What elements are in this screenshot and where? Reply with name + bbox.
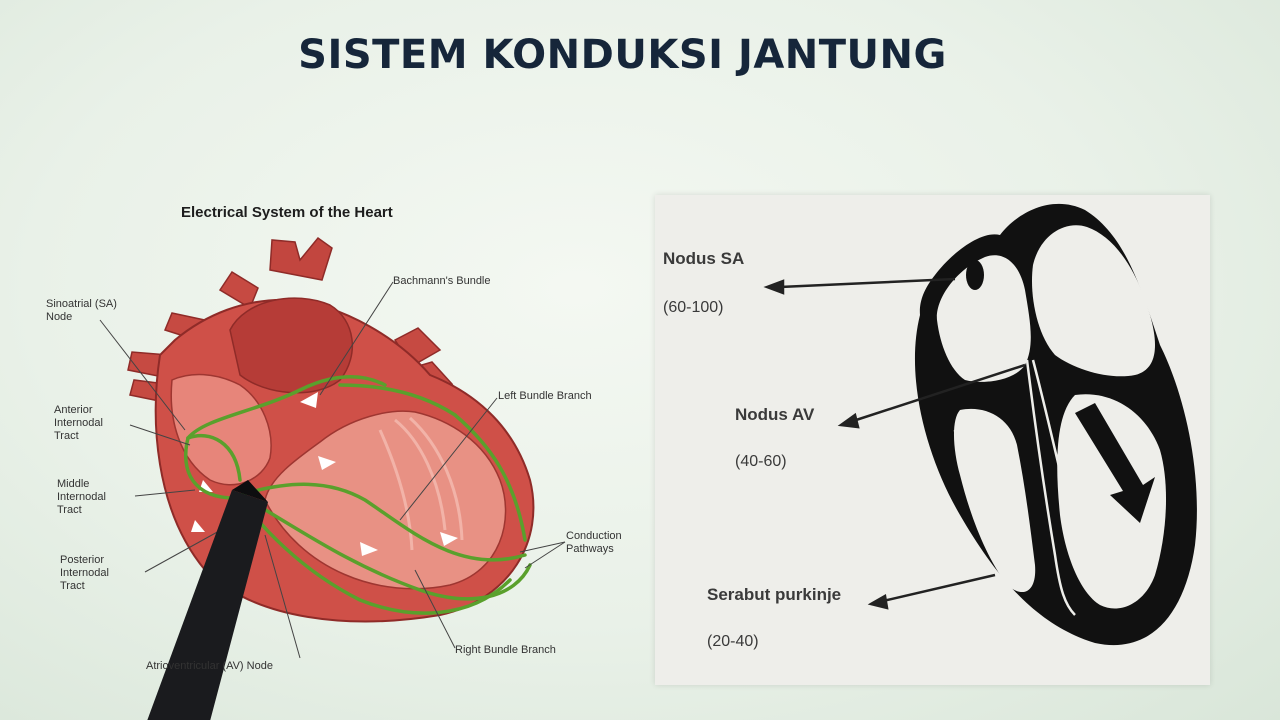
label-nodus-sa: Nodus SA (663, 249, 745, 268)
left-diagram-title: Electrical System of the Heart (181, 204, 393, 221)
heart-outline-diagram (763, 203, 1197, 646)
conduction-pathways (183, 375, 532, 615)
rate-nodus-sa: (60-100) (663, 299, 724, 316)
label-line: Posterior (60, 554, 105, 566)
label-av-node: Atrioventricular (AV) Node (146, 660, 273, 672)
label-line: Internodal (54, 417, 103, 429)
heart-illustration (99, 236, 566, 720)
label-right-bundle: Right Bundle Branch (455, 644, 556, 656)
label-line: Tract (54, 430, 79, 442)
label-bachmann: Bachmann's Bundle (393, 275, 491, 287)
left-atrium-chamber (1031, 225, 1155, 377)
label-line: Internodal (57, 491, 106, 503)
label-left-bundle: Left Bundle Branch (498, 390, 592, 402)
sa-node-dot (966, 260, 984, 290)
label-line: Sinoatrial (SA) (46, 298, 117, 310)
aortic-arch (229, 297, 354, 394)
label-posterior-tract: Posterior Internodal Tract (60, 554, 109, 593)
label-line: Anterior (54, 404, 93, 416)
label-nodus-av: Nodus AV (735, 405, 815, 424)
label-line: Internodal (60, 567, 109, 579)
bundle-arrow-shape (1075, 403, 1155, 523)
label-middle-tract: Middle Internodal Tract (57, 478, 106, 517)
slide-title: SISTEM KONDUKSI JANTUNG (298, 32, 947, 78)
label-anterior-tract: Anterior Internodal Tract (54, 404, 103, 443)
rate-serabut-purkinje: (20-40) (707, 633, 759, 650)
purkinje-fibers (953, 359, 1152, 616)
pointer-arrows (763, 277, 1026, 610)
rate-nodus-av: (40-60) (735, 453, 787, 470)
label-serabut-purkinje: Serabut purkinje (707, 585, 842, 604)
label-line: Conduction (566, 530, 622, 542)
label-conduction-pathways: Conduction Pathways (566, 530, 622, 556)
label-line: Node (46, 311, 73, 323)
leader-lines (99, 281, 566, 659)
label-line: Tract (60, 580, 85, 592)
right-atrium-chamber (936, 255, 1031, 382)
flow-arrows (191, 392, 458, 556)
right-ventricle-chamber (953, 408, 1036, 593)
label-line: Tract (57, 504, 82, 516)
left-diagram-panel: Electrical System of the Heart Sinoatria… (0, 180, 650, 720)
label-sa-node: Sinoatrial (SA) Node (46, 298, 117, 324)
label-line: Pathways (566, 543, 614, 555)
pointer-pen (147, 480, 268, 720)
label-line: Middle (57, 478, 90, 490)
right-diagram-panel: Nodus SA (60-100) Nodus AV (40-60) Serab… (655, 195, 1210, 685)
left-ventricle-chamber (1057, 394, 1167, 609)
right-atrium (170, 373, 272, 486)
